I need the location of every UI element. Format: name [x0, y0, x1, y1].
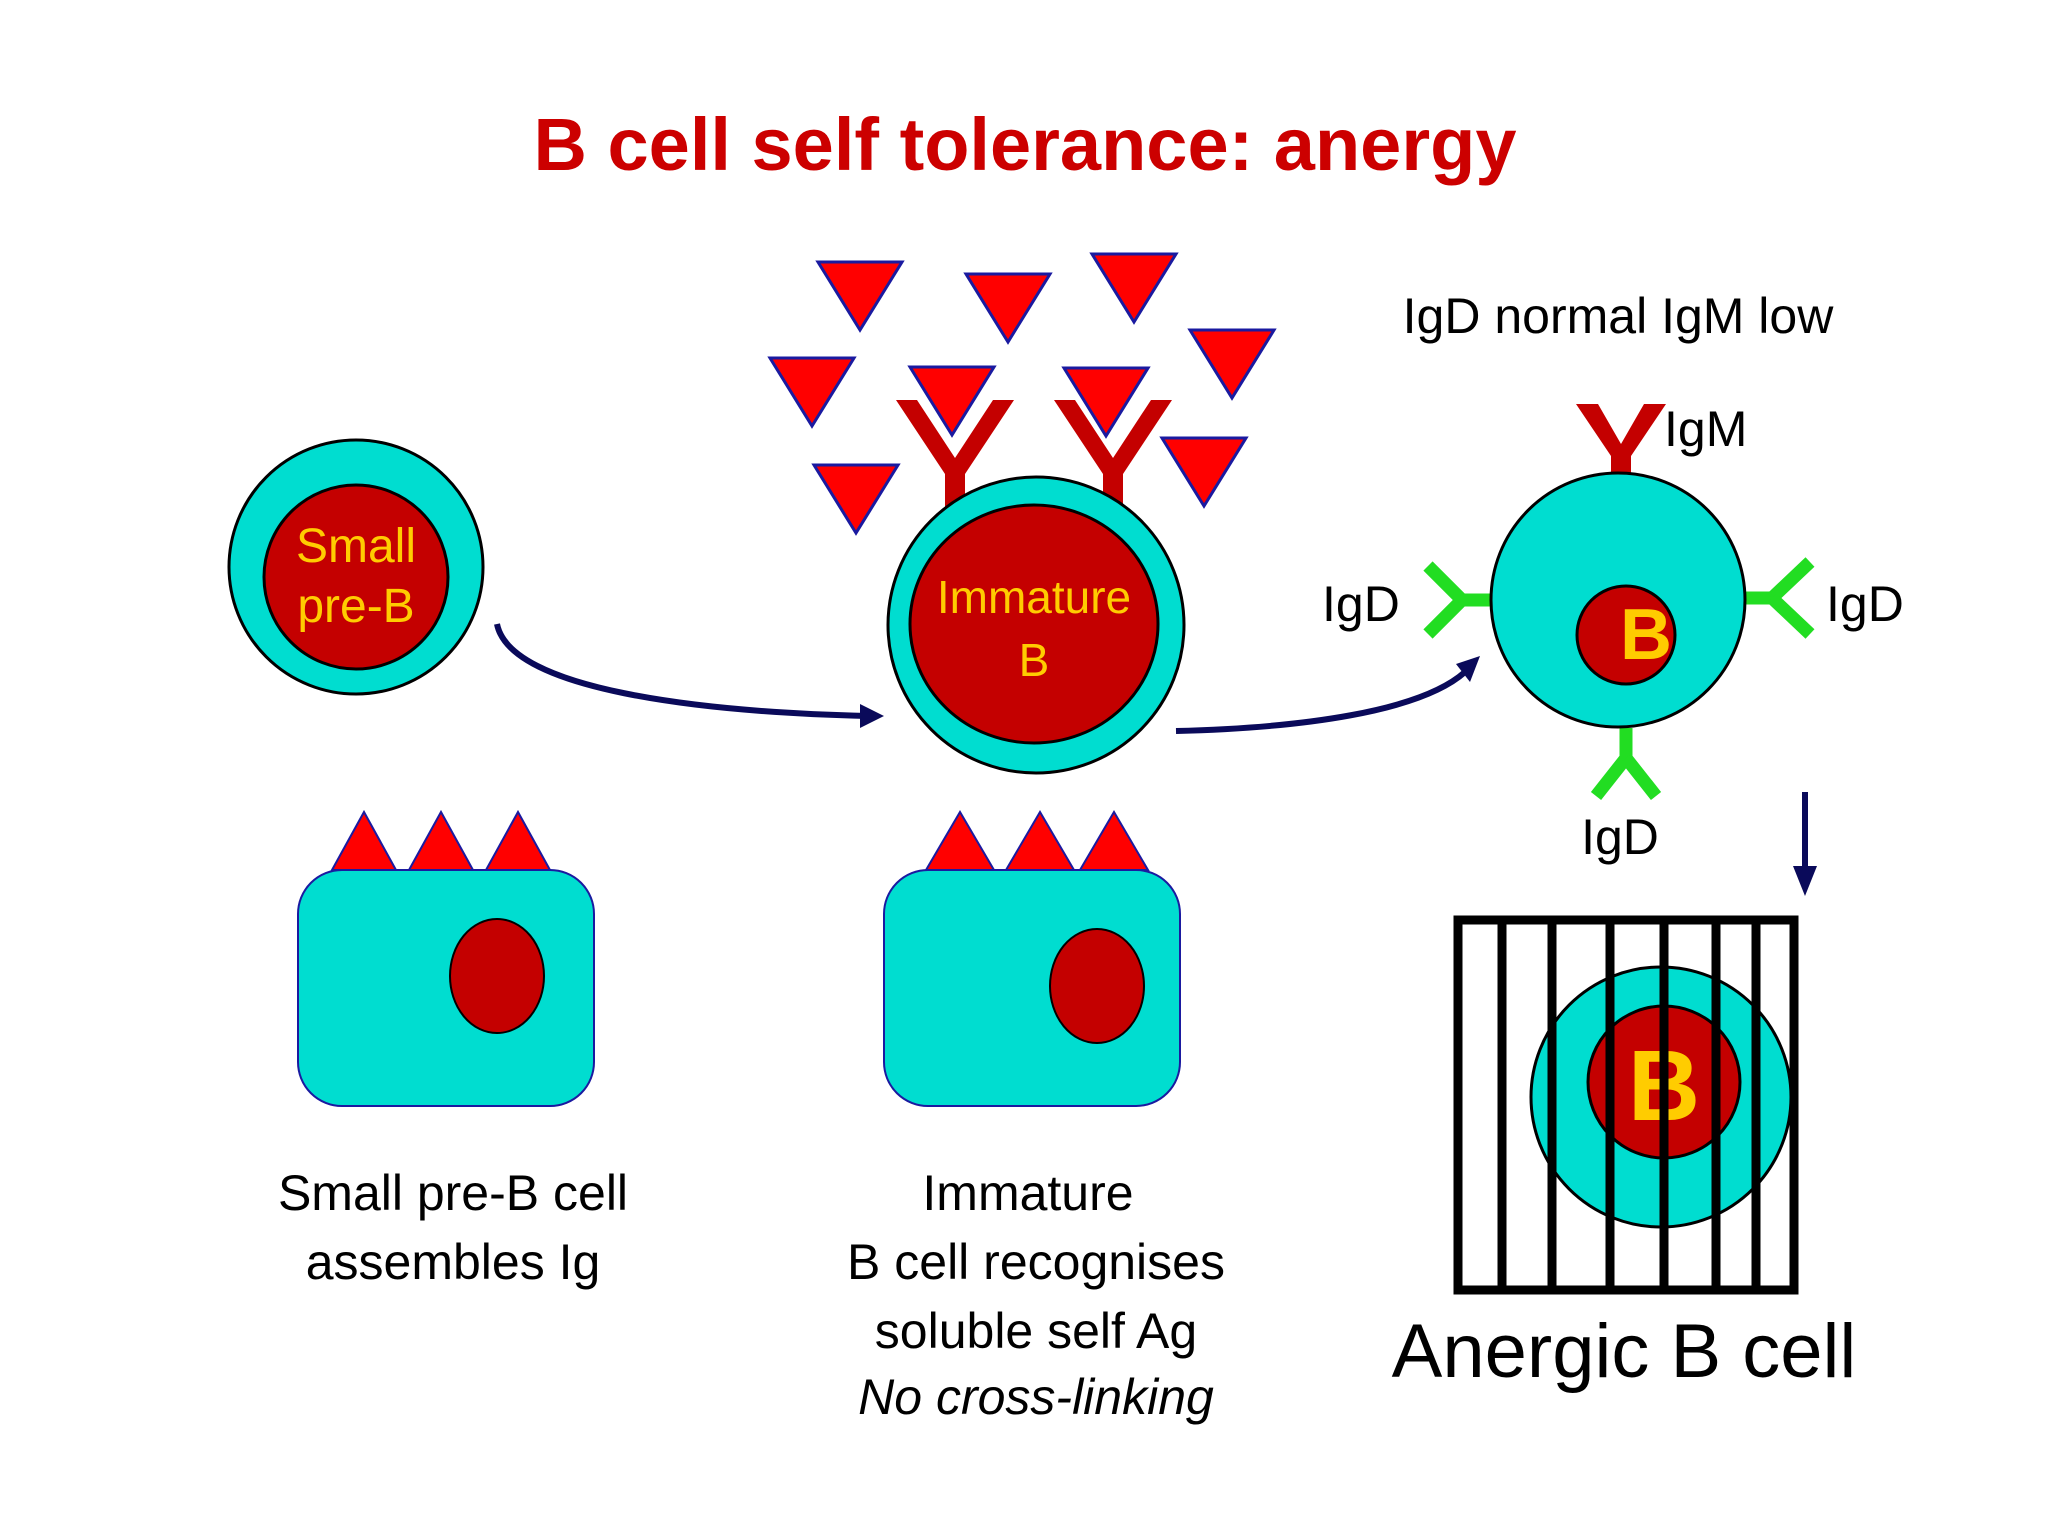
igd-receptor-bottom: [1590, 728, 1662, 801]
stromal-cell-middle: [883, 810, 1181, 1107]
soluble-antigen: [1159, 436, 1249, 509]
soluble-antigen: [767, 356, 857, 429]
membrane-antigen: [924, 810, 996, 871]
soluble-antigen: [1089, 252, 1179, 325]
mature-nucleus-label: B: [1620, 595, 1672, 675]
igd-receptor-left: [1423, 561, 1490, 639]
igm-label: IgM: [1664, 401, 1747, 457]
membrane-antigen: [1078, 810, 1150, 871]
membrane-antigen: [484, 809, 552, 871]
arrow-immature-to-mature: [1175, 656, 1480, 734]
igd-label-bottom: IgD: [1581, 809, 1659, 865]
caption-immature-italic: No cross-linking: [858, 1369, 1214, 1425]
immature-label-line1: Immature: [937, 571, 1131, 623]
igd-label-left: IgD: [1322, 576, 1400, 632]
membrane-antigen: [1004, 810, 1076, 871]
status-label: IgD normal IgM low: [1403, 288, 1835, 344]
caption-pre-b-line2: assembles Ig: [306, 1234, 601, 1290]
soluble-self-antigens: [767, 252, 1277, 536]
stromal-cell-left: [297, 809, 595, 1107]
page-title: B cell self tolerance: anergy: [534, 103, 1517, 186]
soluble-antigen: [815, 260, 905, 333]
igm-receptor: [1054, 400, 1172, 508]
immature-b-cell: Immature B: [886, 400, 1186, 775]
membrane-antigen: [330, 809, 398, 871]
pre-b-label-line2: pre-B: [297, 580, 414, 633]
caption-immature-line3: soluble self Ag: [875, 1303, 1197, 1359]
caption-immature-line1: Immature: [922, 1165, 1133, 1221]
pre-b-label-line1: Small: [296, 520, 416, 573]
membrane-antigen: [407, 809, 475, 871]
igd-label-right: IgD: [1826, 576, 1904, 632]
caption-immature-line2: B cell recognises: [847, 1234, 1225, 1290]
caption-anergic: Anergic B cell: [1392, 1309, 1857, 1394]
soluble-antigen: [811, 463, 901, 536]
igd-receptor-right: [1744, 557, 1815, 639]
soluble-antigen: [907, 365, 997, 438]
igm-receptor: [1576, 404, 1666, 476]
soluble-antigen: [1061, 366, 1151, 439]
small-pre-b-cell: Small pre-B: [227, 438, 485, 696]
cage: [1453, 915, 1799, 1295]
arrow-pre-b-to-immature: [494, 623, 884, 728]
soluble-antigen: [963, 272, 1053, 345]
mature-b-cell: B: [1423, 404, 1815, 801]
igm-receptor: [896, 400, 1014, 508]
arrow-mature-to-anergic: [1793, 792, 1817, 896]
caption-pre-b-line1: Small pre-B cell: [278, 1165, 628, 1221]
immature-label-line2: B: [1019, 634, 1050, 686]
soluble-antigen: [1187, 328, 1277, 401]
